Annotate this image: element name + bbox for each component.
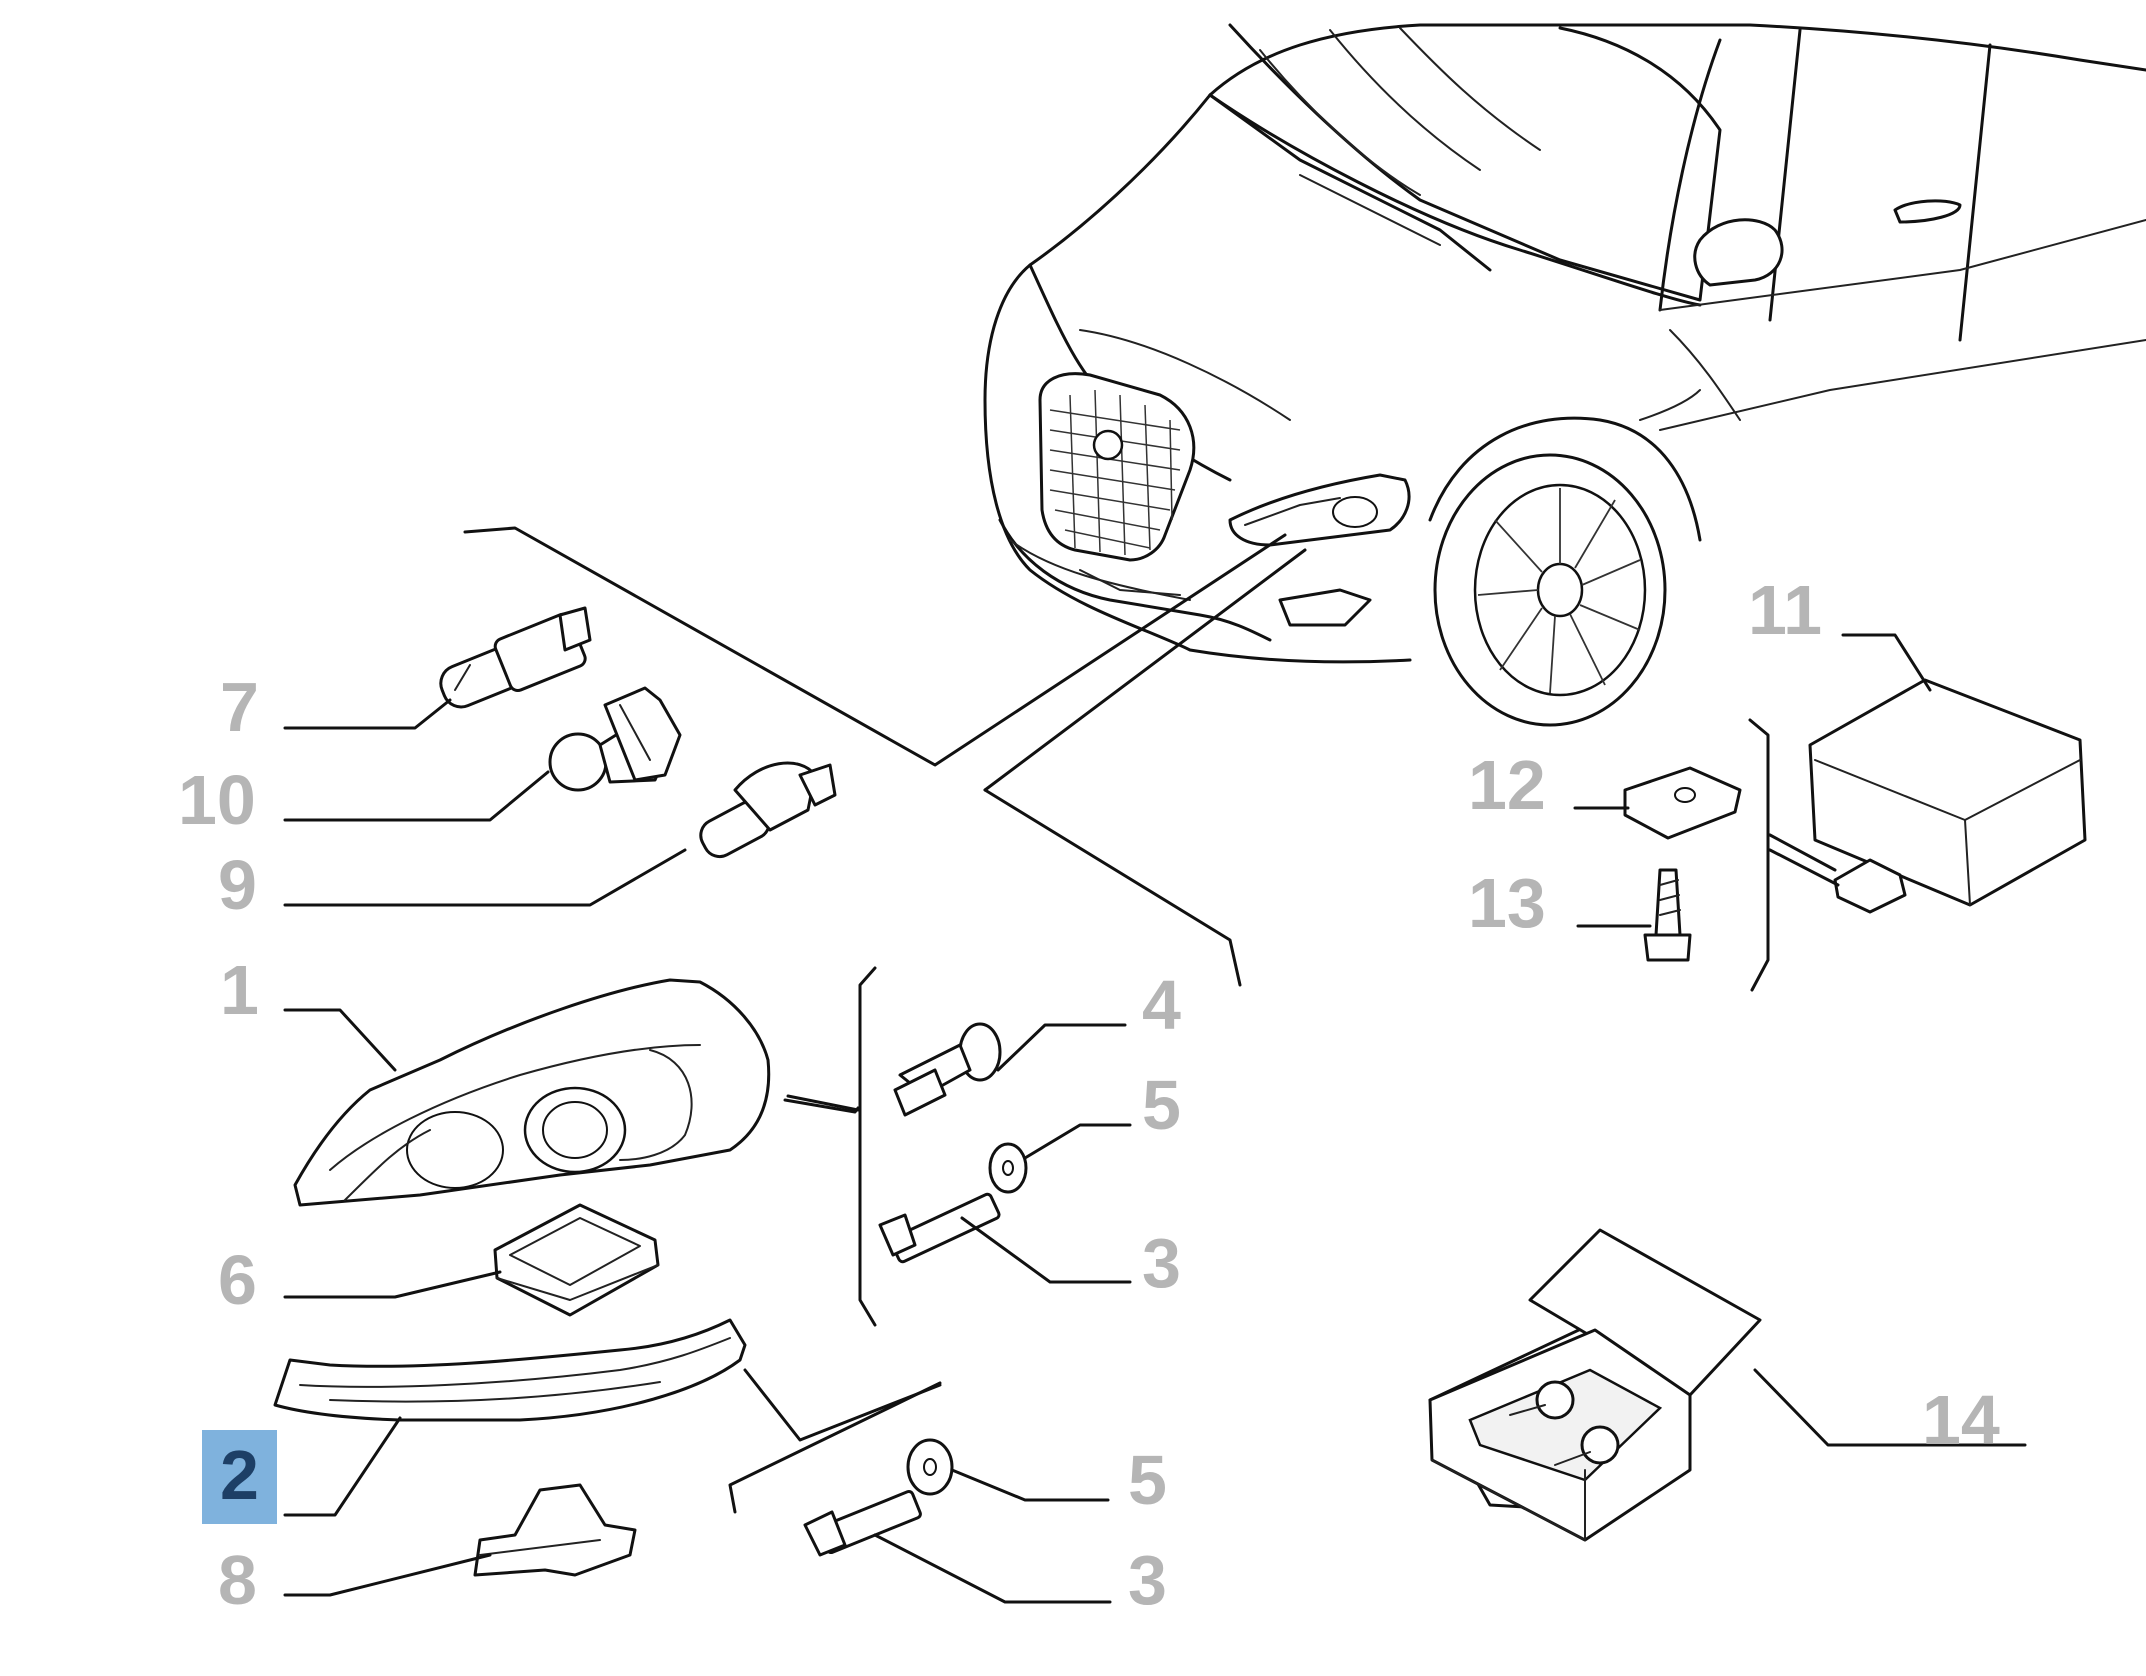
headlamp-assembly-part-1 — [293, 978, 771, 1207]
callout-6: 6 — [218, 1241, 257, 1319]
callout-12: 12 — [1468, 746, 1546, 824]
callout-5-upper: 5 — [1142, 1066, 1181, 1144]
callout-10: 10 — [178, 761, 256, 839]
callout-5-lower: 5 — [1128, 1441, 1167, 1519]
washer-part-5-lower — [906, 1438, 954, 1496]
callout-7: 7 — [220, 668, 259, 746]
screw-part-13 — [1643, 868, 1692, 962]
callout-9: 9 — [218, 846, 257, 924]
callout-8: 8 — [218, 1541, 257, 1619]
grille-mesh — [1049, 389, 1181, 556]
bolt-part-3-upper — [878, 1192, 1001, 1264]
bracket-part-8 — [473, 1483, 637, 1577]
front-wheel — [1428, 416, 1702, 727]
bulb-h-part-7 — [439, 606, 592, 709]
callout-13: 13 — [1468, 864, 1546, 942]
push-clip-part-4 — [893, 1022, 1002, 1117]
bulb-kit-box-part-14 — [1428, 1228, 1762, 1542]
callout-3-upper: 3 — [1142, 1224, 1181, 1302]
ballast-module-part-6 — [493, 1203, 660, 1317]
car-illustration — [983, 23, 2146, 727]
callout-2-selected[interactable]: 2 — [202, 1430, 277, 1524]
callout-3-lower: 3 — [1128, 1541, 1167, 1619]
clip-nut-part-12 — [1623, 766, 1742, 840]
bulb-py-part-10 — [548, 686, 682, 792]
trim-strip-part-2 — [273, 1318, 747, 1422]
callout-11: 11 — [1748, 571, 1822, 649]
callout-4: 4 — [1142, 966, 1181, 1044]
washer-part-5-upper — [988, 1142, 1028, 1194]
callout-1: 1 — [220, 951, 259, 1029]
leader-lines — [463, 526, 1307, 987]
bolt-part-3-lower — [803, 1489, 922, 1557]
callout-14: 14 — [1922, 1381, 2000, 1459]
bulb-h7-part-9 — [699, 761, 837, 859]
control-unit-part-11 — [1808, 678, 2087, 914]
